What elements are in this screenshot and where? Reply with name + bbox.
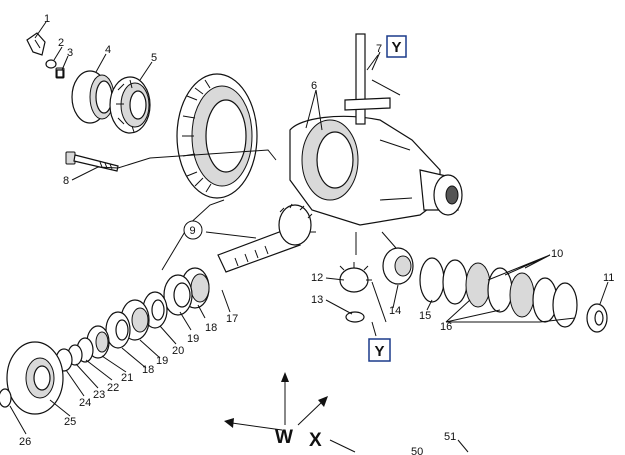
label-part-8: 8	[63, 175, 69, 187]
label-part-23: 23	[93, 389, 105, 401]
label-part-11: 11	[603, 272, 614, 284]
label-part-10: 10	[551, 248, 563, 260]
label-part-25: 25	[64, 416, 76, 428]
axis-label-x: X	[309, 430, 322, 451]
reference-box-y-bottom: Y	[368, 338, 391, 362]
label-part-16: 16	[440, 321, 452, 333]
clutch-disk-part-15	[419, 257, 445, 303]
leader-lines	[9, 21, 609, 453]
pinion-shaft-part-17	[217, 203, 316, 273]
label-part-1: 1	[44, 13, 50, 25]
pin-part-7	[344, 33, 401, 125]
reference-box-y-top-label: Y	[391, 39, 401, 56]
label-part-22: 22	[107, 382, 119, 394]
reference-box-y-bottom-label: Y	[374, 343, 384, 360]
bracket-part-1	[26, 32, 46, 56]
label-part-50: 50	[411, 446, 423, 455]
label-part-51: 51	[444, 431, 456, 443]
label-part-7: 7	[376, 43, 382, 55]
ring-gear-part-9	[176, 73, 258, 199]
washer-part-2	[45, 59, 57, 69]
bolt-part-3	[55, 67, 65, 79]
bolt-part-8	[65, 151, 119, 172]
differential-housing-part-6	[289, 115, 463, 226]
label-part-18-lower: 18	[142, 364, 154, 376]
label-part-24: 24	[79, 397, 91, 409]
gear-part-12	[339, 262, 372, 293]
label-part-20: 20	[172, 345, 184, 357]
label-part-4: 4	[105, 44, 111, 56]
axis-label-w: W	[275, 427, 293, 448]
label-part-14: 14	[389, 305, 401, 317]
ring-part-11	[586, 303, 608, 333]
washer-part-13	[345, 311, 365, 323]
label-part-2: 2	[58, 37, 64, 49]
reference-box-y-top: Y	[386, 35, 407, 58]
label-part-19-upper: 19	[187, 333, 199, 345]
axis-arrows	[224, 372, 356, 453]
label-part-26: 26	[19, 436, 31, 448]
clutch-disks-part-16	[442, 259, 578, 328]
label-part-3: 3	[67, 47, 73, 59]
bearing-part-19-upper	[163, 274, 193, 316]
label-part-5: 5	[151, 52, 157, 64]
roller-bearing-part-5	[109, 76, 151, 134]
label-part-18-upper: 18	[205, 322, 217, 334]
bearing-part-18-lower	[105, 311, 131, 349]
label-part-17: 17	[226, 313, 238, 325]
nut-part-26	[0, 388, 12, 408]
gear-part-14	[382, 247, 414, 285]
label-part-13: 13	[311, 294, 323, 306]
flange-part-25	[6, 341, 64, 415]
label-part-12: 12	[311, 272, 323, 284]
label-part-6: 6	[311, 80, 317, 92]
bearing-cup-part-4	[71, 70, 115, 124]
label-part-19-lower: 19	[156, 355, 168, 367]
label-part-9: 9	[190, 225, 196, 237]
part-number-labels: 1 2 3 4 5 6 7 8 9 10 11 12 13 14 15 16 1…	[19, 13, 614, 455]
label-part-15: 15	[419, 310, 431, 322]
label-part-21: 21	[121, 372, 133, 384]
